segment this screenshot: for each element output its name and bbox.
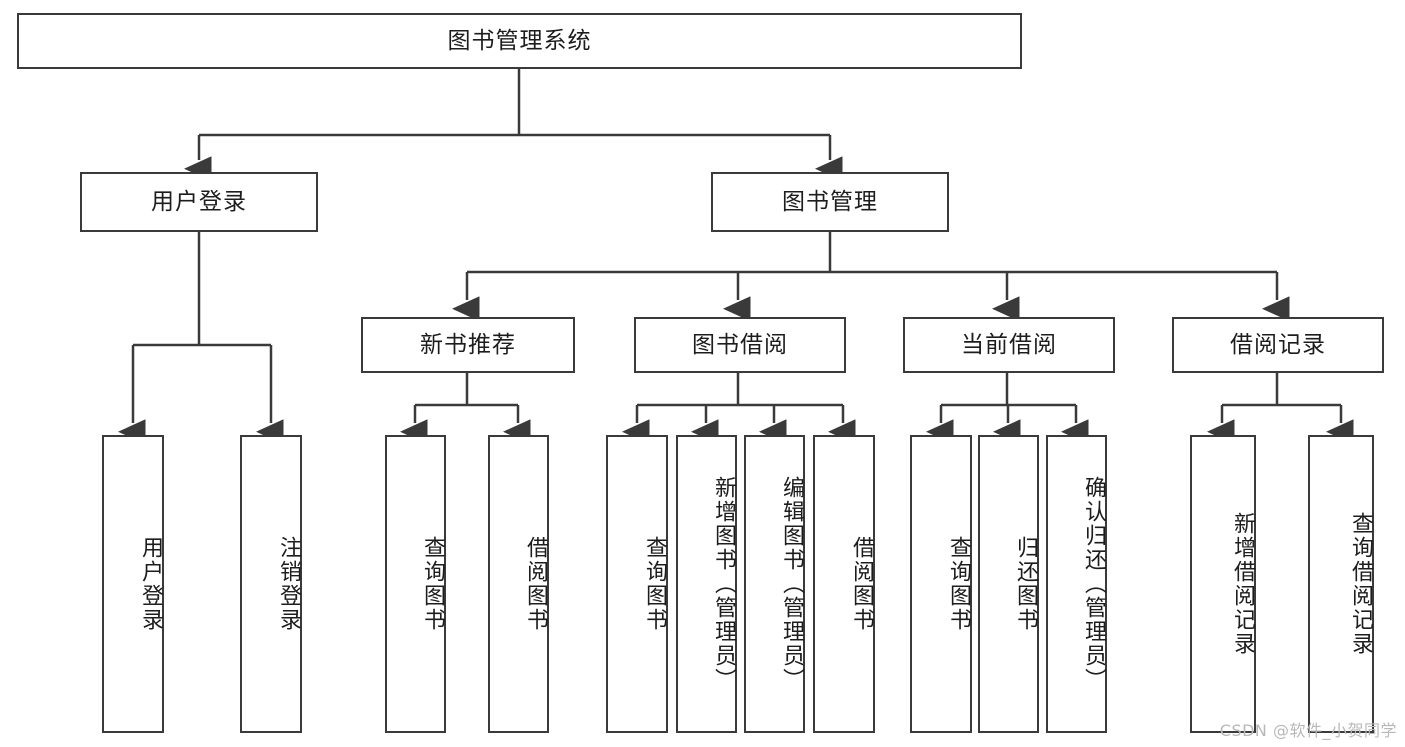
leaf-borrow-books-new[interactable]: 借阅图书 xyxy=(488,435,549,733)
node-label: 归还图书 xyxy=(1013,536,1038,632)
csdn-watermark: CSDN @软件_小贺同学 xyxy=(1219,721,1397,740)
node-label: 查询图书 xyxy=(420,536,445,632)
node-book-management[interactable]: 图书管理 xyxy=(711,172,949,232)
node-current-borrowing[interactable]: 当前借阅 xyxy=(903,317,1115,373)
node-label: 查询图书 xyxy=(642,536,667,632)
node-label: 编辑图书（管理员） xyxy=(779,476,804,692)
leaf-user-login[interactable]: 用户登录 xyxy=(102,435,164,733)
leaf-query-books-current[interactable]: 查询图书 xyxy=(910,435,972,733)
leaf-return-books[interactable]: 归还图书 xyxy=(978,435,1039,733)
node-label: 查询借阅记录 xyxy=(1348,512,1373,656)
leaf-confirm-return-admin[interactable]: 确认归还（管理员） xyxy=(1046,435,1107,733)
node-label: 用户登录 xyxy=(138,536,163,632)
node-borrowing-records[interactable]: 借阅记录 xyxy=(1172,317,1384,373)
node-label: 注销登录 xyxy=(276,536,301,632)
node-label: 借阅图书 xyxy=(849,536,874,632)
node-new-book-recommendation[interactable]: 新书推荐 xyxy=(361,317,575,373)
node-label: 当前借阅 xyxy=(961,331,1057,358)
node-label: 借阅图书 xyxy=(523,536,548,632)
node-label: 图书管理系统 xyxy=(447,27,592,54)
leaf-query-books-new[interactable]: 查询图书 xyxy=(385,435,446,733)
node-label: 图书借阅 xyxy=(692,331,788,358)
leaf-query-books-borrow[interactable]: 查询图书 xyxy=(606,435,668,733)
node-label: 图书管理 xyxy=(782,188,878,215)
leaf-query-borrow-record[interactable]: 查询借阅记录 xyxy=(1308,435,1374,733)
node-label: 确认归还（管理员） xyxy=(1081,476,1106,692)
node-label: 借阅记录 xyxy=(1230,331,1326,358)
node-label: 查询图书 xyxy=(946,536,971,632)
node-user-login[interactable]: 用户登录 xyxy=(80,172,318,232)
node-label: 新增借阅记录 xyxy=(1230,512,1255,656)
node-label: 用户登录 xyxy=(151,188,247,215)
node-root-book-management-system[interactable]: 图书管理系统 xyxy=(17,13,1022,69)
leaf-logout[interactable]: 注销登录 xyxy=(240,435,302,733)
node-label: 新增图书（管理员） xyxy=(711,476,736,692)
leaf-borrow-books-borrow[interactable]: 借阅图书 xyxy=(813,435,875,733)
node-label: 新书推荐 xyxy=(420,331,516,358)
leaf-add-borrow-record[interactable]: 新增借阅记录 xyxy=(1190,435,1256,733)
node-book-borrowing[interactable]: 图书借阅 xyxy=(634,317,846,373)
leaf-add-book-admin[interactable]: 新增图书（管理员） xyxy=(676,435,737,733)
leaf-edit-book-admin[interactable]: 编辑图书（管理员） xyxy=(744,435,805,733)
